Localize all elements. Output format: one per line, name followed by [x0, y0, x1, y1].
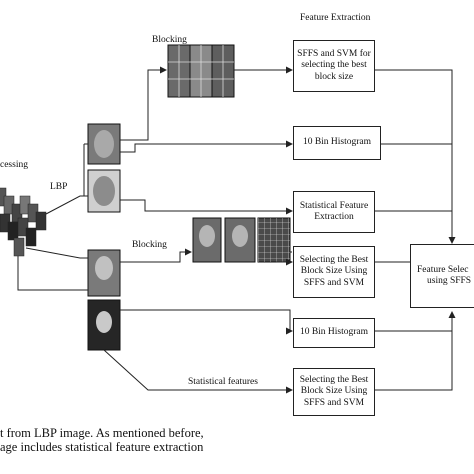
box-line: using SFFS — [427, 276, 472, 286]
statistical-extraction-box: Statistical Feature Extraction — [293, 191, 375, 233]
histogram-bottom-box: 10 Bin Histogram — [293, 318, 375, 348]
preprocessed-face-stack — [0, 187, 47, 257]
box-line: Feature Selec — [417, 264, 469, 275]
histogram-top-box: 10 Bin Histogram — [293, 126, 381, 160]
box-line: SFFS and SVM — [303, 397, 365, 408]
box-line: SFFS and SVM for — [297, 48, 371, 59]
box-line: Statistical Feature — [299, 200, 369, 211]
caption-line-1: t from LBP image. As mentioned before, — [0, 426, 204, 440]
feature-selection-box: Feature Selec using SFFS — [410, 244, 474, 308]
box-line: selecting the best — [301, 60, 367, 71]
box-line: Selecting the Best — [299, 254, 369, 265]
blocking-mid-label: Blocking — [132, 240, 167, 250]
box-line: Block Size Using — [300, 386, 368, 397]
box-line: Block Size Using — [300, 266, 368, 277]
box-line: SFFS and SVM — [303, 277, 365, 288]
sffs-svm-best-box: SFFS and SVM for selecting the best bloc… — [293, 40, 375, 92]
blocking-top-label: Blocking — [152, 35, 187, 45]
box-line: Selecting the Best — [299, 374, 369, 385]
statistical-features-label: Statistical features — [188, 377, 258, 387]
lbp-label: LBP — [50, 182, 68, 192]
box-line: 10 Bin Histogram — [302, 137, 372, 148]
box-line: block size — [314, 71, 354, 82]
preprocessing-label: cessing — [0, 160, 28, 170]
select-block-mid-box: Selecting the Best Block Size Using SFFS… — [293, 246, 375, 298]
box-line: Extraction — [314, 212, 354, 222]
box-line: 10 Bin Histogram — [299, 327, 369, 338]
caption-line-2: age includes statistical feature extract… — [0, 440, 204, 454]
feature-extraction-heading: Feature Extraction — [300, 13, 371, 23]
select-block-bottom-box: Selecting the Best Block Size Using SFFS… — [293, 368, 375, 416]
